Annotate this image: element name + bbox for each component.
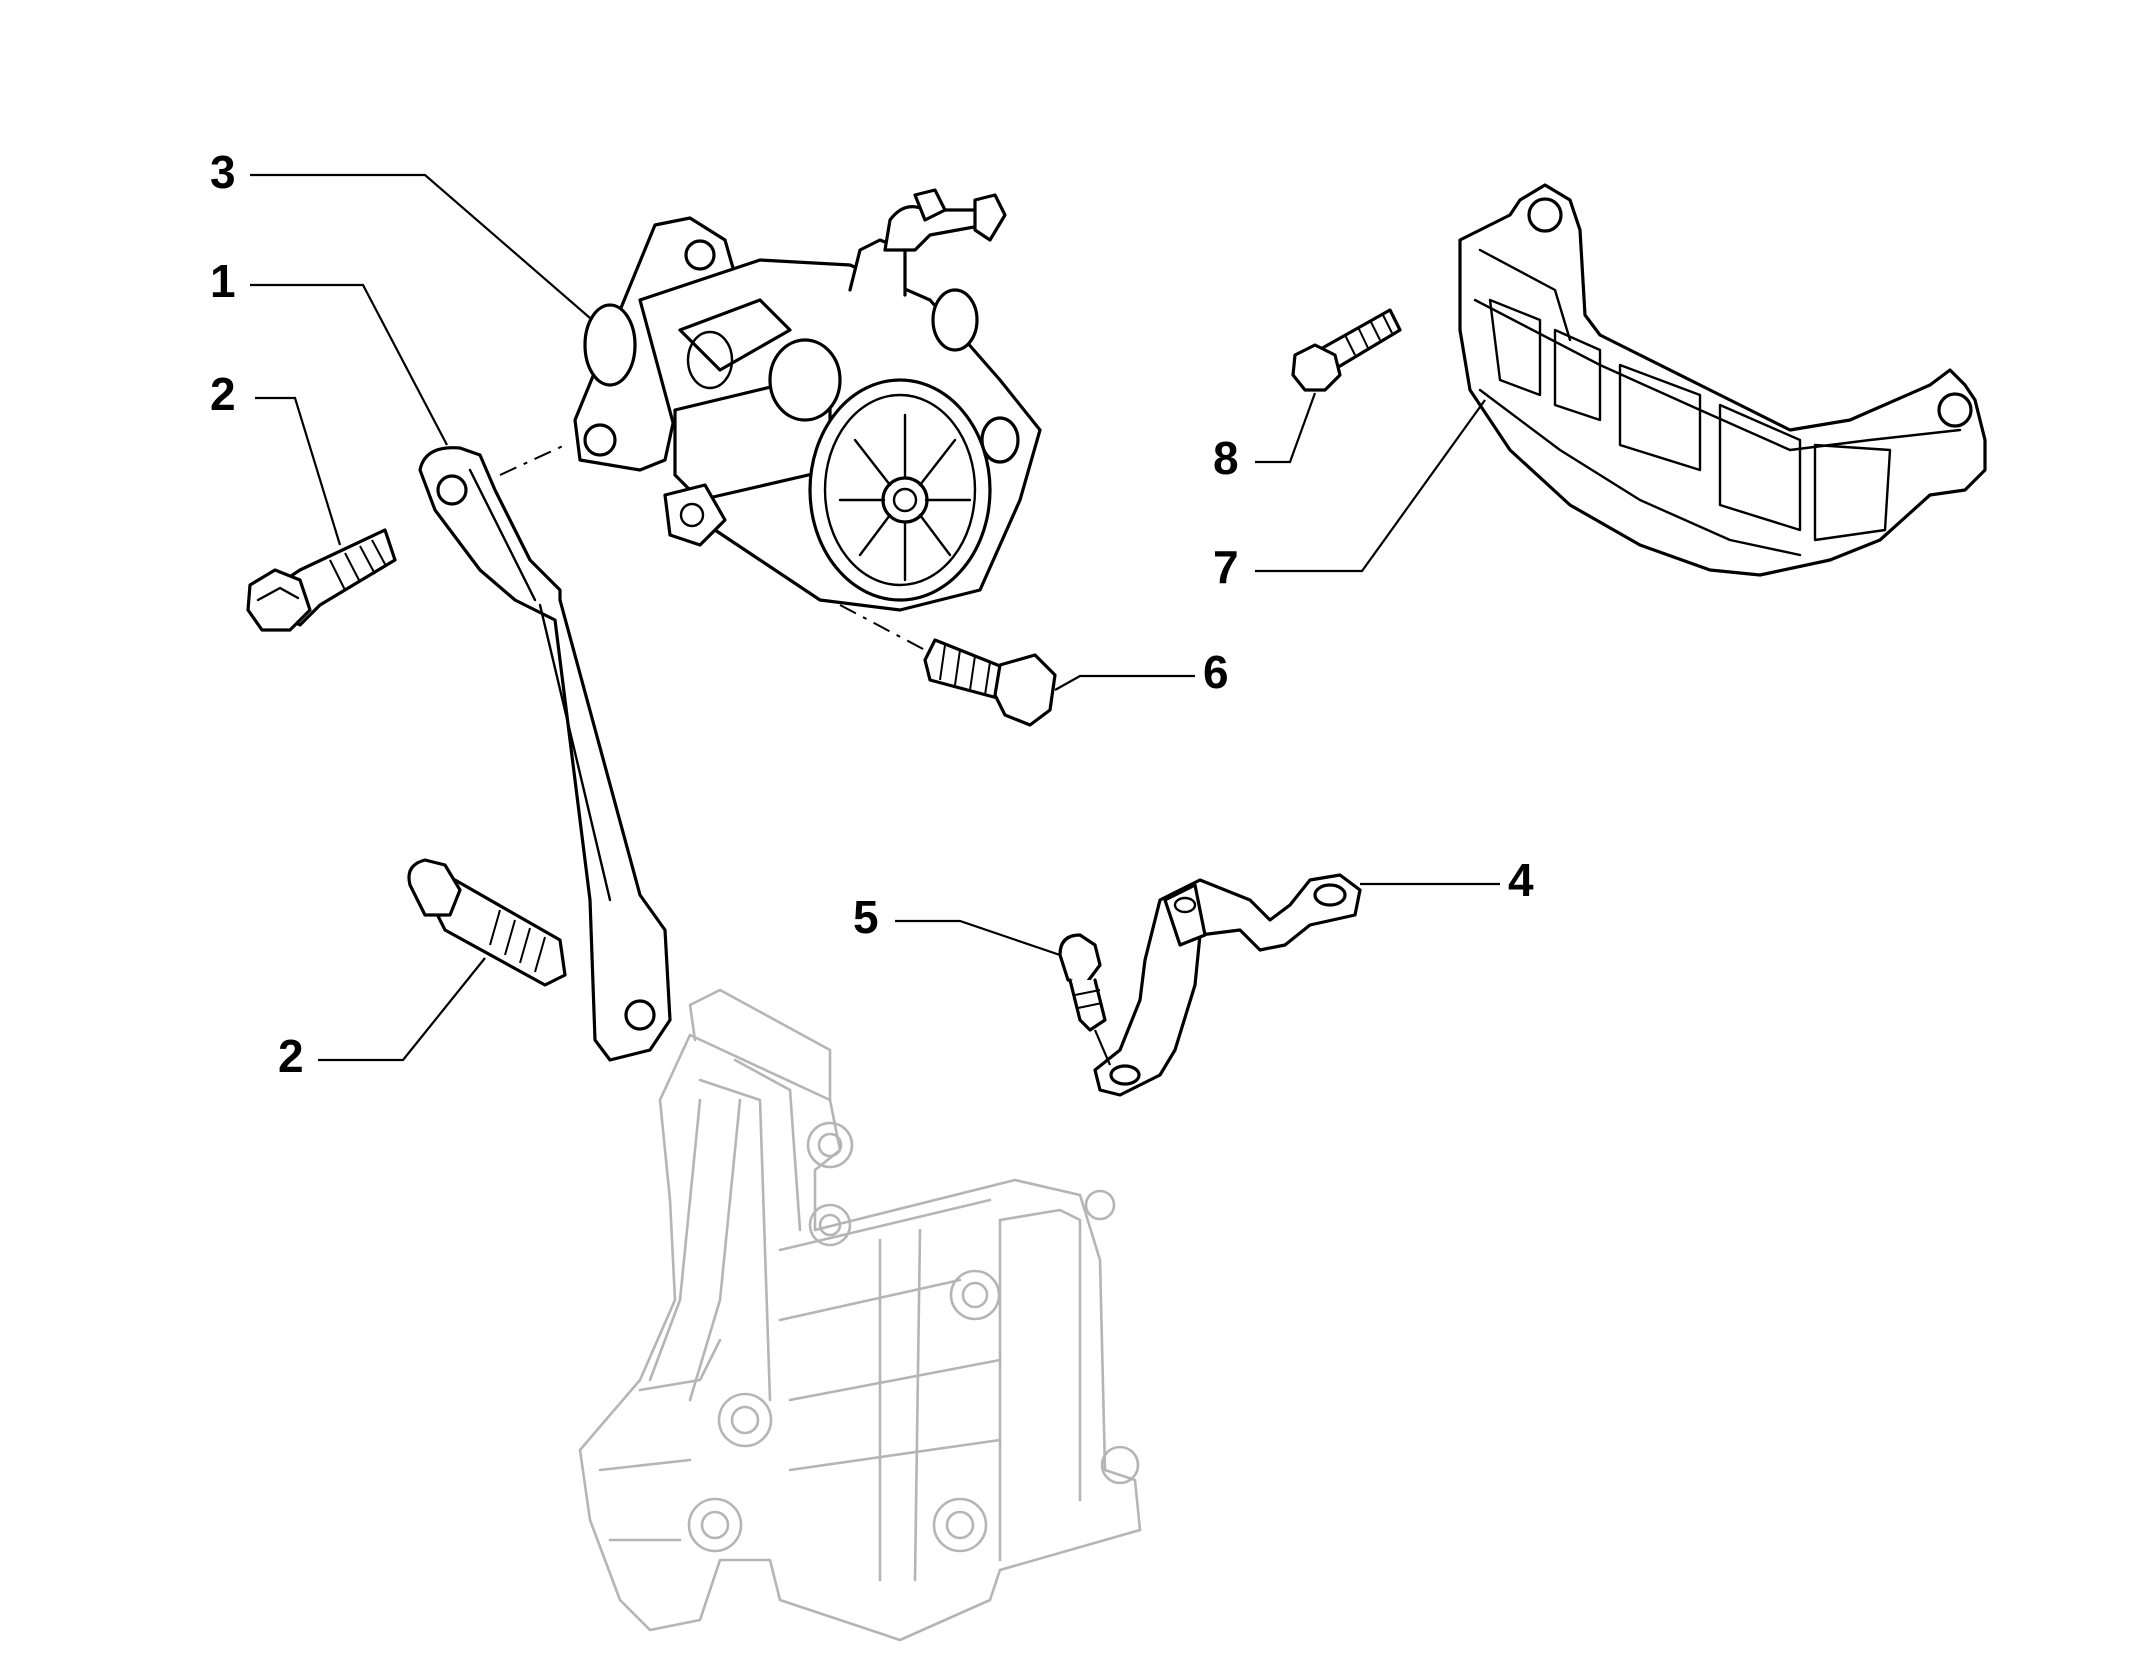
callout-4: 4 — [1508, 854, 1534, 906]
leader-2b — [318, 957, 486, 1062]
callout-3: 3 — [210, 146, 236, 198]
support-rod — [418, 446, 672, 1062]
power-steering-pump — [573, 188, 1042, 612]
callout-8: 8 — [1213, 432, 1239, 484]
callout-6: 6 — [1203, 646, 1229, 698]
bracket-7 — [1458, 183, 1987, 577]
callout-7: 7 — [1213, 541, 1239, 593]
leader-5 — [895, 919, 1061, 957]
bolt-8 — [1291, 308, 1402, 392]
leader-1 — [250, 283, 448, 446]
bolt-2-upper — [246, 528, 397, 632]
callout-2b: 2 — [278, 1030, 304, 1082]
alignment-line — [499, 444, 926, 651]
callout-1: 1 — [210, 255, 236, 307]
leader-3 — [250, 173, 591, 319]
bracket-4 — [1093, 873, 1362, 1097]
leader-8 — [1255, 392, 1317, 464]
bolt-6 — [923, 638, 1057, 727]
bolt-2-lower — [407, 858, 567, 987]
callout-labels: 3 1 2 2 6 8 7 4 5 — [210, 146, 1534, 1082]
callout-2a: 2 — [210, 368, 236, 420]
leader-2a — [255, 396, 342, 546]
engine-mounting-bracket-ghost — [578, 988, 1142, 1642]
leader-5b — [1093, 1029, 1112, 1066]
leader-7 — [1255, 399, 1486, 573]
leader-6 — [1054, 674, 1195, 691]
callout-5: 5 — [853, 891, 879, 943]
leader-lines — [250, 173, 1500, 1066]
bolt-5 — [1058, 933, 1107, 1032]
